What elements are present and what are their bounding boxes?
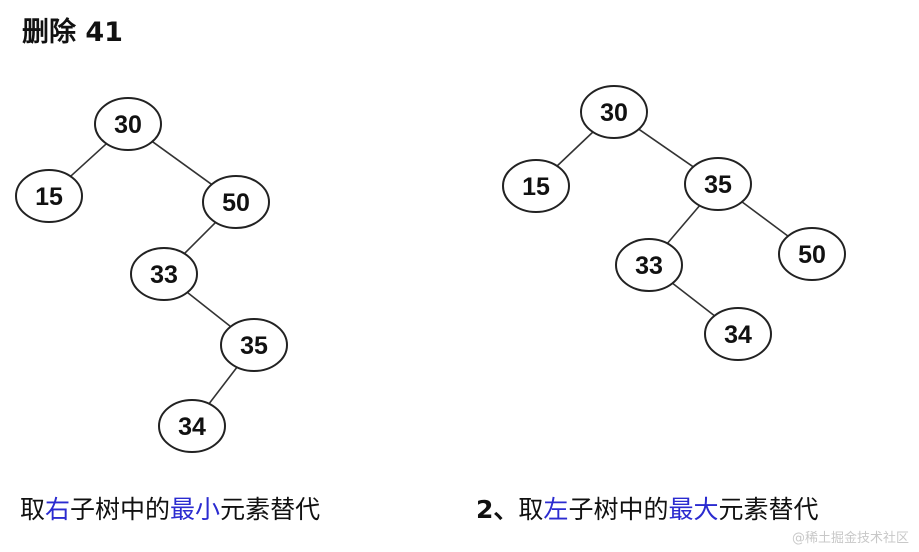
node-label: 35: [704, 171, 732, 199]
caption-right-highlight-left: 左: [543, 495, 569, 524]
tree-node-left-50: 50: [202, 175, 270, 229]
tree-node-right-33: 33: [615, 238, 683, 292]
node-label: 33: [150, 261, 178, 289]
tree-node-right-15: 15: [502, 159, 570, 213]
tree-node-right-30: 30: [580, 85, 648, 139]
node-ellipse: [580, 85, 648, 139]
caption-left-text-3: 元素替代: [220, 495, 321, 524]
caption-right-highlight-max: 最大: [668, 495, 719, 524]
node-ellipse: [684, 157, 752, 211]
bst-diagrams: 30 15 50 33 35 34 30 15 35 33 50 34: [15, 85, 846, 453]
caption-right-text-1: 取: [518, 495, 544, 524]
caption-left-text-1: 取: [20, 495, 46, 524]
caption-right-text-3: 元素替代: [718, 495, 819, 524]
caption-right: 2、取左子树中的最大元素替代: [476, 490, 818, 526]
tree-edge: [151, 140, 213, 186]
node-ellipse: [94, 97, 162, 151]
node-label: 30: [114, 111, 142, 139]
node-ellipse: [615, 238, 683, 292]
caption-left: 取右子树中的最小元素替代: [20, 490, 320, 526]
node-ellipse: [220, 318, 288, 372]
tree-edge: [638, 128, 694, 168]
tree-node-right-50: 50: [778, 227, 846, 281]
caption-left-highlight-right: 右: [45, 495, 71, 524]
node-label: 33: [635, 252, 663, 280]
node-label: 34: [724, 321, 752, 349]
caption-left-highlight-min: 最小: [170, 495, 221, 524]
node-ellipse: [158, 399, 226, 453]
caption-right-number: 2、: [476, 495, 519, 524]
node-ellipse: [502, 159, 570, 213]
tree-node-left-35: 35: [220, 318, 288, 372]
tree-edge: [183, 221, 217, 255]
watermark: @稀土掘金技术社区: [791, 531, 909, 546]
tree-edge: [666, 205, 701, 244]
node-label: 50: [222, 189, 250, 217]
node-ellipse: [778, 227, 846, 281]
tree-node-right-35: 35: [684, 157, 752, 211]
tree-node-left-34: 34: [158, 399, 226, 453]
node-label: 15: [35, 183, 63, 211]
tree-edge: [70, 143, 107, 177]
tree-right: 30 15 35 33 50 34: [502, 85, 846, 361]
node-ellipse: [704, 307, 772, 361]
node-ellipse: [202, 175, 270, 229]
node-ellipse: [15, 169, 83, 223]
caption-left-text-2: 子树中的: [70, 495, 171, 524]
node-label: 34: [178, 413, 206, 441]
tree-edge: [672, 282, 715, 317]
tree-left: 30 15 50 33 35 34: [15, 97, 288, 453]
node-label: 30: [600, 99, 628, 127]
page-title: 删除 41: [22, 17, 123, 48]
tree-edge: [186, 291, 232, 328]
node-label: 35: [240, 332, 268, 360]
node-ellipse: [130, 247, 198, 301]
node-label: 15: [522, 173, 550, 201]
tree-node-right-34: 34: [704, 307, 772, 361]
tree-edge: [556, 131, 594, 167]
tree-node-left-30: 30: [94, 97, 162, 151]
caption-right-text-2: 子树中的: [568, 495, 669, 524]
tree-edge: [741, 201, 789, 237]
tree-node-left-33: 33: [130, 247, 198, 301]
tree-node-left-15: 15: [15, 169, 83, 223]
node-label: 50: [798, 241, 826, 269]
tree-edge: [208, 366, 238, 405]
